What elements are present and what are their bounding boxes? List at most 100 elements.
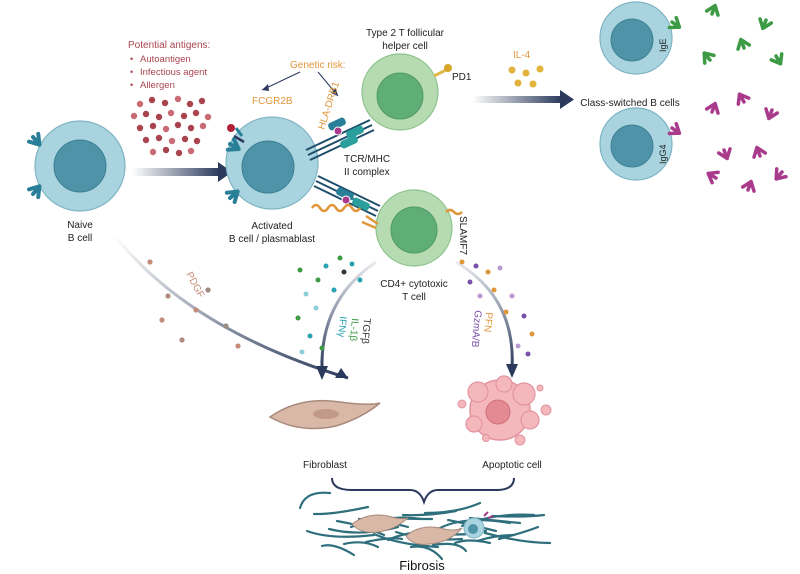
activated-b-cell: Activated B cell / plasmablast — [224, 116, 319, 245]
merge-brace — [331, 477, 515, 506]
granule-particle — [509, 293, 515, 299]
granule-particle — [459, 259, 465, 265]
collagen-fiber — [372, 532, 440, 549]
cytokine-particle — [315, 277, 321, 283]
cytokine-particle — [313, 305, 319, 311]
class-switched-title: Class-switched B cells — [580, 98, 679, 109]
igg4-antibody-icon — [704, 101, 720, 115]
tfh-cell: PD1 Type 2 T follicular helper cell — [361, 28, 472, 131]
antigen-particle — [187, 147, 195, 155]
granule-particle — [525, 351, 531, 357]
gene-fcgr2b: FCGR2B — [252, 96, 293, 107]
pdgf-particle — [159, 317, 165, 323]
genetic-risk-label: Genetic risk: — [290, 60, 346, 71]
antigen-particle — [162, 146, 170, 154]
bcr-antibody-icon — [224, 189, 240, 204]
collagen-fiber — [320, 544, 356, 557]
pdgf-particle — [205, 287, 211, 293]
antigen-particle — [193, 137, 201, 145]
antigen-particle — [149, 122, 157, 130]
antigen-allergen: Allergen — [140, 80, 175, 91]
collagen-fiber — [453, 539, 492, 545]
fibrosis-tissue — [298, 491, 552, 561]
ige-receptor-icon — [667, 15, 682, 30]
antigen-particles — [130, 95, 212, 157]
granule-particle — [477, 293, 483, 299]
antigen-particle — [142, 136, 150, 144]
tcr-mhc-label-1: TCR/MHC — [344, 154, 390, 165]
fibrosis-label: Fibrosis — [399, 558, 445, 573]
activation-arrow — [132, 162, 232, 182]
activated-b-label-2: B cell / plasmablast — [229, 234, 315, 245]
naive-b-label-2: B cell — [68, 233, 92, 244]
ige-antibody-icon — [758, 17, 774, 31]
antigens-title: Potential antigens: — [128, 40, 210, 51]
cytokine-particle — [349, 261, 355, 267]
ige-antibody-icon — [736, 37, 752, 51]
cytokine-particle — [357, 277, 363, 283]
antigen-particle — [136, 100, 144, 108]
pdgf-particle — [235, 343, 241, 349]
ige-label: IgE — [658, 38, 668, 52]
il4-arrow: IL-4 — [472, 50, 574, 109]
antigen-autoantigen: Autoantigen — [140, 54, 191, 65]
collagen-fiber — [483, 531, 552, 545]
pdgf-particle — [223, 323, 229, 329]
antigen-infectious: Infectious agent — [140, 67, 207, 78]
antigen-particle — [175, 149, 183, 157]
cytokine-particle — [337, 255, 343, 261]
tcr-mhc-label-2: II complex — [344, 167, 390, 178]
antigen-particle — [155, 113, 163, 121]
ifn-gamma-label: IFNγ — [335, 316, 348, 338]
antigen-particle — [130, 112, 138, 120]
ige-antibody-icon — [702, 51, 716, 65]
cytokine-particle — [299, 349, 305, 355]
tfh-label-1: Type 2 T follicular — [366, 28, 445, 39]
ige-antibodies — [702, 3, 784, 66]
antigen-particle — [168, 137, 176, 145]
igg4-label: IgG4 — [658, 144, 668, 164]
slamf7-receptor-icon — [445, 208, 463, 216]
cytokine-particle — [297, 267, 303, 273]
pdgf-particle — [165, 293, 171, 299]
class-switched-b-cells: IgE IgG4 Class-switched B cells — [580, 1, 682, 181]
pd1-label: PD1 — [452, 72, 472, 83]
igg4-antibody-icon — [774, 167, 788, 181]
antigen-particle — [148, 96, 156, 104]
apoptotic-cell: Apoptotic cell — [457, 375, 552, 471]
igg4-antibody-icon — [752, 145, 768, 159]
igg4-antibody-icon — [706, 170, 720, 185]
collagen-fiber — [409, 545, 444, 561]
fcgr2b-receptor-icon — [227, 124, 245, 144]
antigen-particle — [186, 100, 194, 108]
collagen-fiber — [431, 542, 468, 553]
antigen-particle — [204, 113, 212, 121]
tcr-mhc-complex-lower — [310, 175, 381, 230]
igg4-receptor-icon — [667, 121, 682, 136]
granule-particle — [503, 309, 509, 315]
antigen-particle — [198, 97, 206, 105]
cytotoxic-arrow: PFN GzmA/B — [455, 260, 518, 378]
ctl-label-1: CD4+ cytotoxic — [380, 279, 448, 290]
antigen-particle — [187, 124, 195, 132]
il1b-label: IL-1β — [347, 318, 360, 342]
granule-particle — [521, 313, 527, 319]
antigen-particle — [174, 95, 182, 103]
antigen-particle — [155, 134, 163, 142]
igg4-antibody-icon — [736, 92, 751, 106]
apoptotic-label: Apoptotic cell — [482, 460, 541, 471]
tgfb-label: TGFβ — [359, 318, 372, 345]
slamf7-label: SLAMF7 — [457, 216, 468, 255]
igg4-antibodies — [704, 92, 788, 193]
antigen-particle — [180, 112, 188, 120]
igg4-antibody-icon — [764, 107, 780, 121]
collagen-fiber — [364, 537, 404, 544]
pdgf-particle — [193, 307, 199, 313]
antigen-particle — [149, 148, 157, 156]
antigen-particle — [136, 124, 144, 132]
granule-particle — [467, 279, 473, 285]
ctl-label-2: T cell — [402, 292, 426, 303]
bcr-antibody-icon — [27, 184, 42, 200]
bcr-antibody-icon — [225, 137, 241, 152]
collagen-fiber — [423, 501, 482, 515]
